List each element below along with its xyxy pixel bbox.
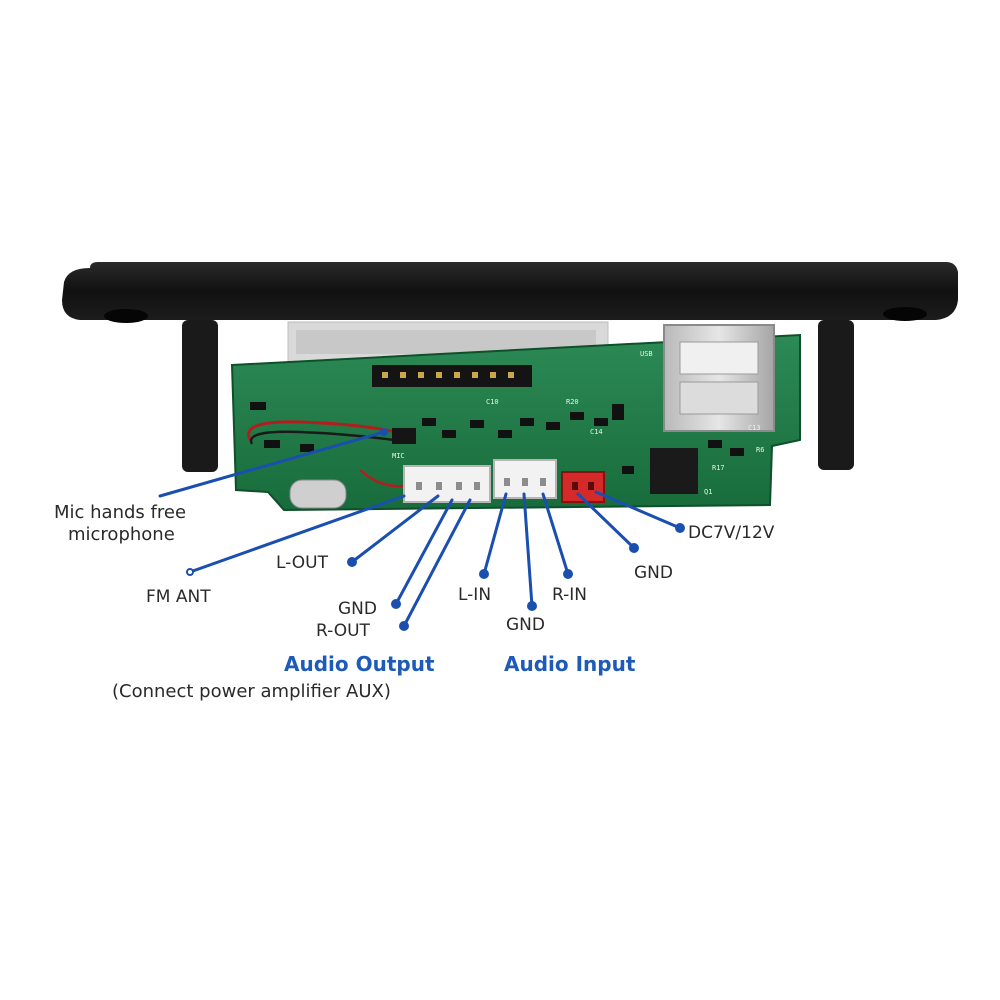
dot-gnd-power <box>629 543 639 553</box>
voltage-regulator <box>650 448 698 494</box>
leader-gnd-in <box>522 492 534 608</box>
silk-mic: MIC <box>392 452 405 460</box>
mount-hole-left <box>104 309 148 323</box>
usb-socket <box>663 324 775 432</box>
leader-lines <box>158 430 682 628</box>
leader-mic <box>158 430 386 498</box>
dot-r-in <box>563 569 573 579</box>
silk-r20: R20 <box>566 398 579 406</box>
leader-r-out <box>402 498 472 628</box>
mount-post-left <box>182 320 218 472</box>
label-gnd-power: GND <box>634 563 673 583</box>
label-l-out: L-OUT <box>276 553 329 573</box>
silk-q1: Q1 <box>704 488 712 496</box>
group-headings: Audio Output (Connect power amplifier AU… <box>112 652 636 702</box>
crystal-oscillator <box>289 479 347 509</box>
pin-header <box>372 365 532 387</box>
silk-c10: C10 <box>486 398 499 406</box>
front-panel <box>62 262 958 320</box>
mic-wire-red <box>247 420 397 441</box>
mic-plug <box>392 428 416 444</box>
mount-hole-right <box>883 307 927 321</box>
leader-r-in <box>541 492 570 576</box>
leader-dc <box>594 490 682 530</box>
label-mic-line1: Mic hands free <box>54 502 186 523</box>
silk-c13: C13 <box>748 424 761 432</box>
label-gnd-in: GND <box>506 615 545 635</box>
silk-r17: R17 <box>712 464 725 472</box>
leader-gnd-power <box>576 492 636 550</box>
dot-fm-ant <box>186 568 194 576</box>
silk-c14: C14 <box>590 428 603 436</box>
silk-r6: R6 <box>756 446 764 454</box>
dot-r-out <box>399 621 409 631</box>
label-l-in: L-IN <box>458 585 491 605</box>
silk-usb: USB <box>640 350 653 358</box>
note-audio-output: (Connect power amplifier AUX) <box>112 681 391 702</box>
smd-components <box>250 402 744 474</box>
mount-post-right <box>818 320 854 470</box>
leader-gnd-out <box>394 498 454 606</box>
dot-gnd-out <box>391 599 401 609</box>
dot-gnd-in <box>527 601 537 611</box>
label-r-in: R-IN <box>552 585 587 605</box>
dot-l-out <box>347 557 357 567</box>
dot-dc <box>675 523 685 533</box>
mp3-decoder-module: MIC USB C13 R17 C10 R20 C14 R6 Q1 <box>62 262 958 512</box>
label-gnd-out: GND <box>338 599 377 619</box>
label-fm-ant: FM ANT <box>146 587 211 607</box>
leader-endpoints <box>186 428 685 631</box>
label-r-out: R-OUT <box>316 621 371 641</box>
dot-mic <box>380 428 388 436</box>
heading-audio-input: Audio Input <box>504 652 636 676</box>
leader-l-in <box>482 492 508 576</box>
dot-l-in <box>479 569 489 579</box>
heading-audio-output: Audio Output <box>284 652 435 676</box>
label-dc-power: DC7V/12V <box>688 523 775 543</box>
leader-l-out <box>350 494 440 564</box>
pin-labels: Mic hands free microphone FM ANT L-OUT G… <box>54 502 775 641</box>
label-mic-line2: microphone <box>68 524 175 545</box>
leader-fm-ant <box>188 494 406 574</box>
